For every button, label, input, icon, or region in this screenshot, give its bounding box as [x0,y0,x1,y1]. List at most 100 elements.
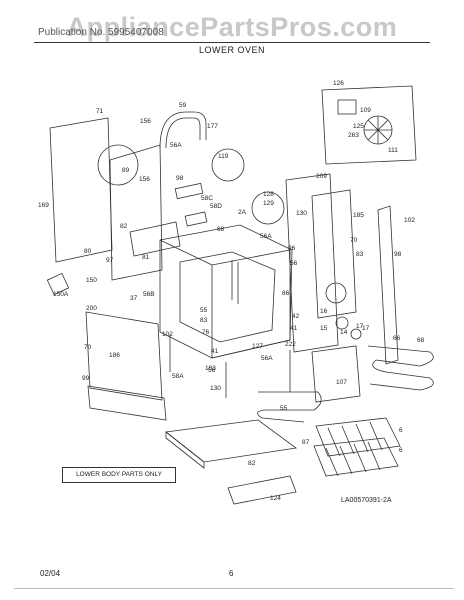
part-label: 42 [292,313,300,320]
part-label: 119 [218,153,229,160]
part-label: 86 [282,290,290,297]
part-label: 70 [350,237,358,244]
part-label: 102 [162,331,173,338]
callout-119 [211,148,245,182]
part-label: 2A [238,209,247,216]
bake-element [367,345,434,391]
part-label: 14 [340,329,348,336]
duct-tube [159,111,207,149]
part-label: 263 [348,132,359,139]
part-label: 16 [320,308,328,315]
part-label: 70 [84,344,92,351]
part-label: 156 [140,118,151,125]
part-label: 83 [356,251,364,258]
broil-element [257,391,322,423]
part-label: 56 [290,260,298,267]
part-label: 56A [260,233,272,240]
right-side-panel [285,173,339,353]
part-label: 103 [205,365,216,372]
part-label: 56A [261,355,273,362]
part-label: 82 [120,223,128,230]
part-label: 41 [211,348,219,355]
part-label: 17 [362,325,370,332]
revision-date: 02/04 [40,569,61,578]
sensor-16 [335,316,349,330]
header-rule [34,42,430,43]
control-bracket [129,221,181,257]
callout-89 [97,144,139,186]
part-label: 87 [302,439,310,446]
part-label: 37 [130,295,138,302]
publication-number: Publication No. 5995407008 [38,27,164,38]
part-label: 82 [248,460,256,467]
part-label: 96 [288,245,296,252]
part-label: 109 [360,107,371,114]
part-label: 209 [316,173,327,180]
right-insulation [311,189,357,319]
part-label: 58D [210,203,222,210]
part-label: 126 [333,80,344,87]
part-label: 15 [320,325,328,332]
part-label: 177 [207,123,218,130]
section-title: LOWER OVEN [198,45,265,55]
kick-panel [227,475,297,505]
part-label: 68 [217,226,225,233]
part-label: 68 [417,337,425,344]
part-label: 17 [356,323,364,330]
footer-rule [14,588,454,589]
part-label: 58C [201,195,213,202]
part-label: 58A [172,373,184,380]
part-label: 186 [109,352,120,359]
lower-body-note: LOWER BODY PARTS ONLY [62,467,176,483]
part-label: 129 [263,200,274,207]
rack-lower [313,437,399,477]
part-label: 59 [179,102,187,109]
part-label: 6 [399,427,403,434]
cavity-inner [179,251,276,343]
figure-code: LA00570391-2A [341,497,392,504]
bracket-98 [174,182,204,200]
part-label: 71 [96,108,104,115]
part-label: 6 [399,447,403,454]
part-label: 41 [290,325,298,332]
part-label: 107 [336,379,347,386]
part-label: 130 [210,385,221,392]
part-label: 98 [176,175,184,182]
part-label: 127 [252,343,263,350]
fan-inset-frame [321,85,417,165]
part-label: 89 [122,167,130,174]
page-number: 6 [229,569,234,578]
heat-shield [311,345,361,403]
part-label: 156 [139,176,150,183]
part-label: 66 [393,335,401,342]
part-label: 99 [82,375,90,382]
part-label: 55 [200,307,208,314]
part-label: 169 [38,202,49,209]
part-label: 130 [296,210,307,217]
part-label: 185 [353,212,364,219]
part-label: 124 [270,495,281,502]
right-trim-strip [377,205,399,365]
oven-cavity-front [211,249,291,359]
part-label: 150 [86,277,97,284]
part-label: 111 [388,147,398,154]
bottom-tray [165,419,298,463]
part-label: 200 [86,305,97,312]
part-label: 56B [143,291,155,298]
part-150a [46,272,70,296]
bottom-trim [87,385,167,421]
left-insulation [109,144,163,281]
fan-motor [337,99,357,115]
part-label: 102 [404,217,415,224]
sensor-17 [350,328,362,340]
watermark: AppliancePartsPros.com [66,12,398,42]
part-label: 125 [353,123,364,130]
part-label: 222 [285,341,296,348]
rack-upper [315,417,401,457]
part-label: 56 [208,367,216,374]
part-label: 83 [200,317,208,324]
part-label: 98 [394,251,402,258]
part-label: 150A [53,291,69,298]
